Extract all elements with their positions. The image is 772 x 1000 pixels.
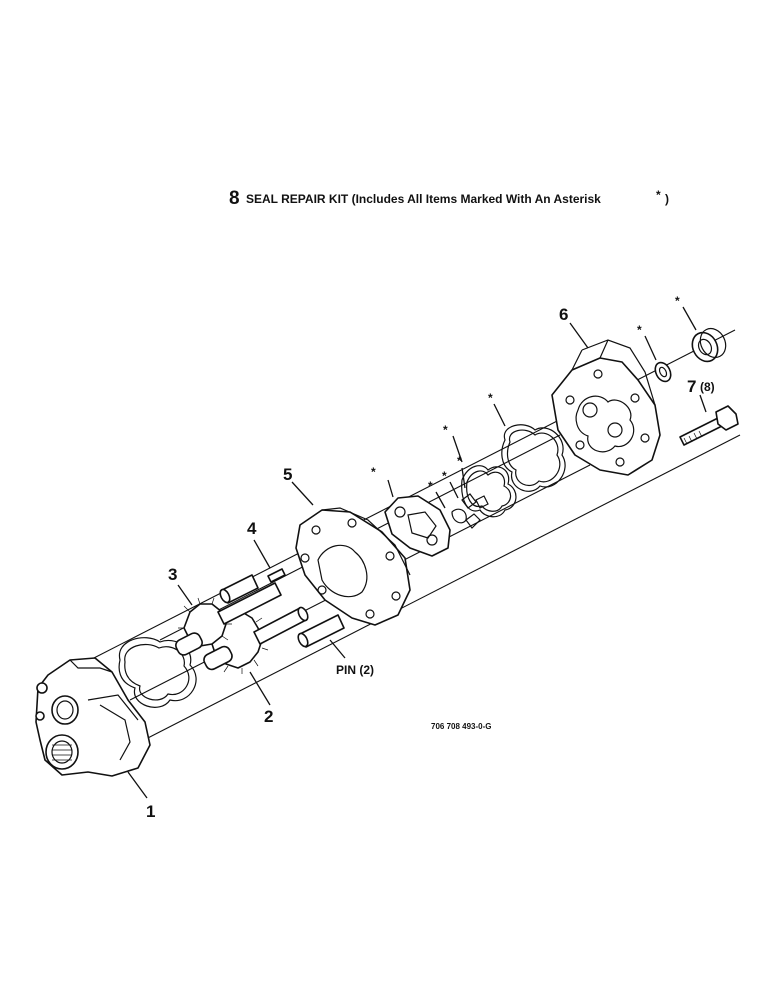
housing-port-upper	[51, 695, 79, 725]
wear-plate-seal	[384, 495, 451, 557]
small-seals	[451, 493, 489, 529]
rear-o-ring	[501, 424, 566, 492]
backup-seal	[461, 465, 517, 518]
figure-reference: 706 708 493-0-G	[431, 722, 492, 731]
asterisk-seal-a: *	[428, 479, 433, 493]
kit-number: 8	[229, 188, 240, 209]
callout-5: 5	[283, 465, 292, 484]
asterisk-backup-seal: *	[443, 423, 448, 437]
front-seal	[118, 637, 197, 708]
leader-lines	[127, 306, 707, 799]
front-housing	[35, 657, 151, 777]
asterisk-seal-b: *	[442, 469, 447, 483]
kit-close: )	[665, 192, 669, 206]
kit-description: SEAL REPAIR KIT (Includes All Items Mark…	[246, 192, 601, 206]
bushings	[219, 574, 345, 648]
housing-port-lower	[45, 734, 79, 770]
shaft-seal-large	[691, 327, 727, 363]
asterisk-rear-o-ring: *	[488, 391, 493, 405]
callout-2: 2	[264, 707, 273, 726]
callout-pin: PIN (2)	[336, 663, 374, 677]
callout-1: 1	[146, 802, 155, 821]
asterisk-shaft-seal-small: *	[637, 323, 642, 337]
cap-screw	[679, 405, 739, 446]
callout-3: 3	[168, 565, 177, 584]
callout-6: 6	[559, 305, 568, 324]
shaft-key	[267, 568, 286, 583]
seal-repair-kit-header: 8 SEAL REPAIR KIT (Includes All Items Ma…	[229, 188, 669, 209]
kit-asterisk: *	[656, 188, 661, 202]
asterisk-shaft-seal-large: *	[675, 294, 680, 308]
callout-4: 4	[247, 519, 257, 538]
rear-cover	[551, 339, 661, 476]
callout-7-quantity: (8)	[700, 380, 715, 394]
asterisk-seal-c: *	[457, 454, 462, 468]
callout-7: 7	[687, 377, 696, 396]
shaft-seal-small	[654, 361, 672, 383]
asterisk-markers: * * * * * * * *	[371, 294, 680, 493]
asterisk-wear-plate: *	[371, 465, 376, 479]
callout-labels: 1 2 3 4 5 6 7 (8) PIN (2)	[146, 305, 715, 821]
gear-housing-body	[295, 507, 411, 626]
idler-gear	[175, 582, 282, 656]
